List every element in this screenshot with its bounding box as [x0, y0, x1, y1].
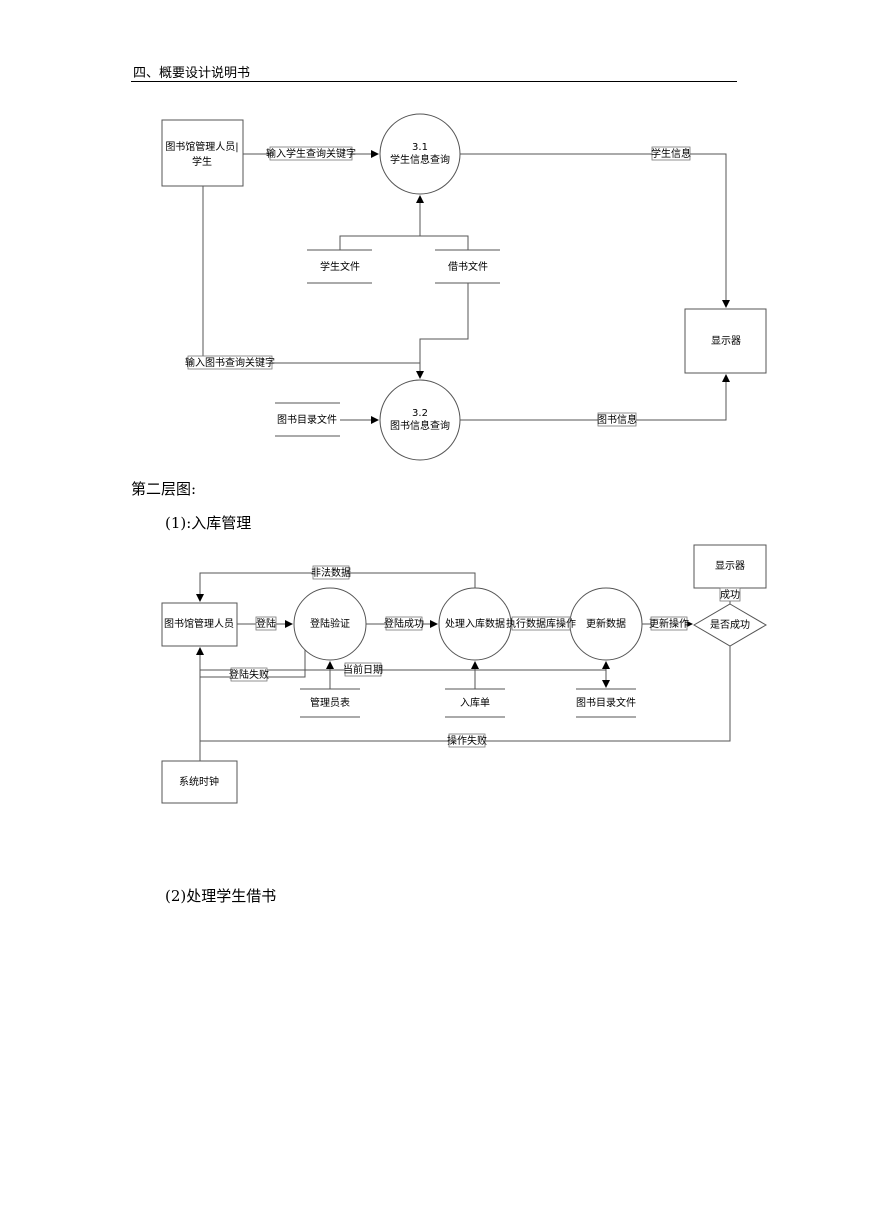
header-rule [131, 81, 737, 82]
flow-login: 登陆 [256, 617, 276, 630]
actor-box [161, 119, 244, 187]
section-title: 第二层图: [131, 480, 197, 498]
actor-label-line1: 图书馆管理人员| [165, 140, 238, 153]
flow-student-keyword: 输入学生查询关键字 [266, 147, 356, 160]
process-3-1-number: 3.1 [412, 142, 428, 153]
flow-student-info: 学生信息 [651, 147, 691, 160]
flow-book-info: 图书信息 [597, 413, 637, 426]
subsection-2-title: (2)处理学生借书 [165, 887, 277, 905]
decision-label: 是否成功 [710, 619, 750, 631]
process-3-2-number: 3.2 [412, 408, 428, 419]
store-borrow-label: 借书文件 [448, 260, 488, 273]
flow-login-ok: 登陆成功 [384, 617, 424, 630]
store-in-label: 入库单 [460, 696, 490, 709]
login-verify-label: 登陆验证 [310, 617, 350, 630]
display-box [684, 308, 767, 374]
process-in-label: 处理入库数据 [445, 617, 505, 630]
clock-label: 系统时钟 [179, 775, 219, 788]
diagram-1 [161, 113, 767, 461]
flow-exec-db: 执行数据库操作 [506, 617, 576, 630]
store-catalog2-label: 图书目录文件 [576, 696, 636, 709]
flow-book-keyword: 输入图书查询关键字 [185, 356, 275, 369]
process-3-1-label: 学生信息查询 [390, 153, 450, 166]
flow-success: 成功 [720, 589, 740, 601]
process-3-2-label: 图书信息查询 [390, 419, 450, 432]
flow-op-fail: 操作失败 [447, 734, 487, 747]
process-3-1 [379, 113, 461, 195]
store-admin-label: 管理员表 [310, 696, 350, 709]
flow-update-op: 更新操作 [649, 617, 689, 630]
store-student-label: 学生文件 [320, 260, 360, 273]
flow-current-date: 当前日期 [343, 663, 383, 676]
display2-label: 显示器 [715, 560, 745, 572]
actor-label-line2: 学生 [192, 155, 212, 168]
admin-label: 图书馆管理人员 [164, 617, 234, 630]
flow-illegal: 非法数据 [311, 566, 351, 579]
display-label: 显示器 [711, 335, 741, 347]
process-3-2 [379, 379, 461, 461]
store-catalog-label: 图书目录文件 [277, 413, 337, 426]
subsection-1-title: (1):入库管理 [165, 514, 252, 532]
page-header-title: 四、概要设计说明书 [133, 66, 251, 81]
update-data-label: 更新数据 [586, 617, 626, 630]
flow-login-fail: 登陆失败 [229, 668, 269, 681]
